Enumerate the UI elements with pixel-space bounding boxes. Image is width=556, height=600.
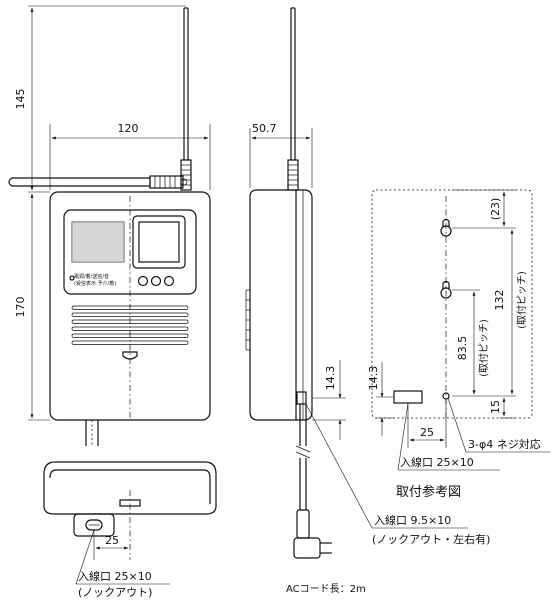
dim-pitch-inner: 83.5 [456, 336, 469, 361]
dim-depth: 50.7 [252, 122, 277, 135]
dim-pitch-total: 132 [493, 290, 506, 311]
screw-label: 3-φ4 ネジ対応 [468, 437, 541, 451]
mounting-title: 取付参考図 [396, 484, 461, 500]
bottom-inlet-label: 入線口 25×10 [78, 569, 152, 583]
dim-body-height: 170 [14, 297, 27, 318]
mounting-reference: (23) 132 (取付ピッチ) 83.5 (取付ピッチ) 15 14.3 25… [367, 189, 550, 500]
button-3 [163, 275, 175, 287]
dim-antenna-height: 145 [14, 89, 27, 110]
keyhole-top [440, 218, 452, 237]
dim-bottom: 15 [489, 400, 502, 414]
side-housing-front [249, 189, 297, 421]
speaker-grille [71, 221, 125, 263]
plug-body [296, 509, 310, 539]
side-vent-marks [246, 299, 250, 341]
screw-hole-bottom [442, 392, 450, 400]
button-1 [137, 275, 149, 287]
vent-slots [71, 305, 189, 345]
dim-bottom-inlet-offset: 25 [105, 534, 119, 547]
button-2 [150, 275, 162, 287]
dim-pitch-total-note: (取付ピッチ) [515, 271, 528, 329]
antenna-vertical [180, 7, 192, 191]
dim-top: (23) [489, 198, 502, 221]
ac-cord: ACコード長：2m 入線口 9.5×10 (ノックアウト・左右有) [286, 403, 490, 595]
indicator-led [69, 275, 75, 281]
mounting-outline [371, 189, 533, 419]
side-housing-back [296, 189, 313, 421]
cord-inlet-note: (ノックアウト・左右有) [372, 532, 490, 546]
bottom-tab [122, 351, 138, 360]
antenna-horizontal-folded [8, 175, 188, 189]
dim-mount-inlet-height: 14.3 [367, 366, 380, 391]
front-view: 電源/着/送信/音 (受信表示 予介/着) 145 170 [8, 5, 211, 446]
mounting-inlet [393, 390, 423, 404]
display-frame [132, 215, 186, 269]
dim-width: 120 [118, 122, 139, 135]
dim-mount-inlet-offset: 25 [420, 426, 434, 439]
cord-length: ACコード長：2m [286, 583, 366, 595]
dim-pitch-inner-note: (取付ピッチ) [477, 319, 490, 377]
dim-side-inlet-height: 14.3 [324, 366, 337, 391]
panel-label-1: 電源/着/送信/音 [74, 273, 109, 280]
cable-stub [85, 420, 99, 446]
panel-label-2: (受信表示 予介/着) [74, 280, 116, 287]
side-inlet [296, 391, 307, 405]
cord-inlet-label: 入線口 9.5×10 [374, 513, 451, 527]
side-view: 50.7 14.3 [245, 7, 346, 440]
display-screen [138, 221, 180, 263]
bottom-inlet-note: (ノックアウト) [78, 586, 152, 599]
mount-inlet-label: 入線口 25×10 [400, 455, 474, 469]
front-housing [49, 191, 211, 421]
keyhole-middle [440, 280, 452, 299]
bottom-view: 25 入線口 25×10 (ノックアウト) [43, 461, 217, 599]
plug-head [293, 537, 321, 559]
